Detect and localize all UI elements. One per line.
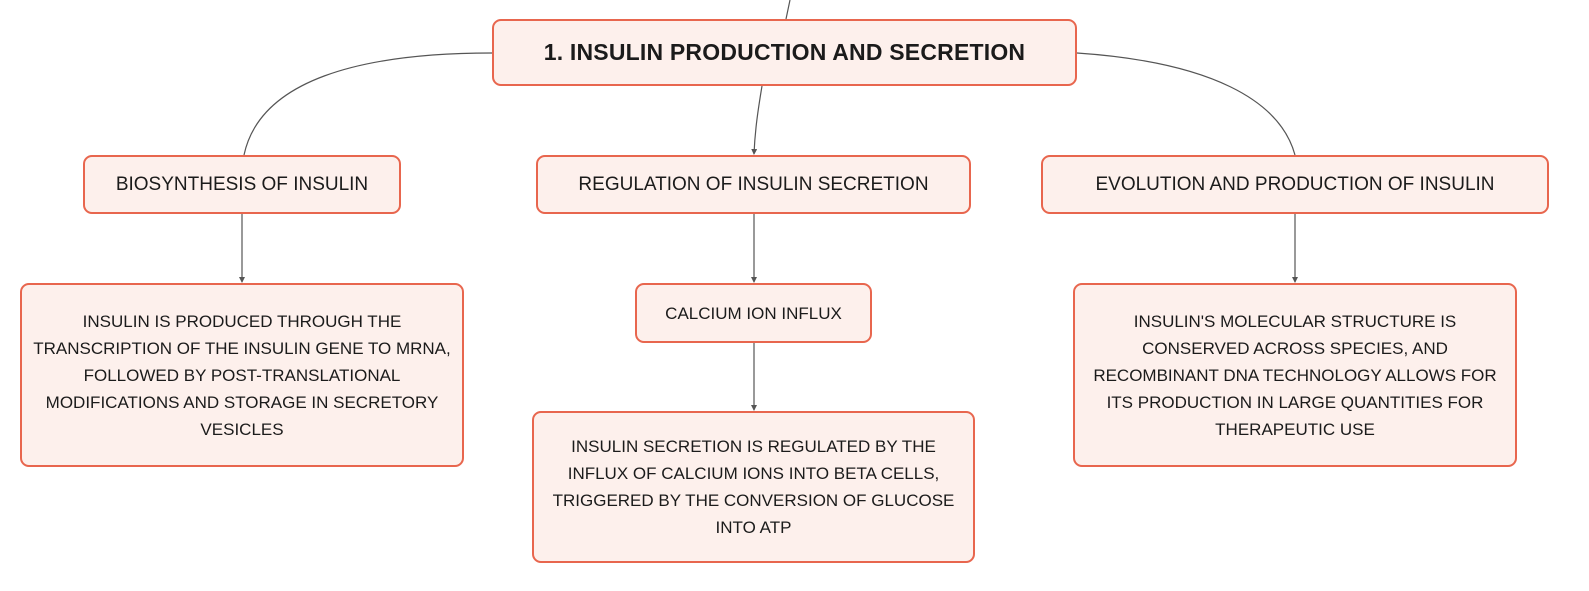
subtopic-node-calcium-ion-influx[interactable]: CALCIUM ION INFLUX	[635, 283, 872, 343]
branch-node-label: BIOSYNTHESIS OF INSULIN	[115, 173, 369, 195]
branch-node-evolution[interactable]: EVOLUTION AND PRODUCTION OF INSULIN	[1041, 155, 1549, 214]
connector-root-to-regulation	[751, 85, 763, 155]
detail-node-calcium-ion-influx[interactable]: INSULIN SECRETION IS REGULATED BY THE IN…	[532, 411, 975, 563]
connector-parent-to-root	[785, 0, 791, 20]
root-node-label: 1. INSULIN PRODUCTION AND SECRETION	[543, 39, 1026, 65]
detail-node-evolution[interactable]: INSULIN'S MOLECULAR STRUCTURE IS CONSERV…	[1073, 283, 1517, 467]
connector-root-to-evolution	[1076, 52, 1296, 156]
detail-node-text: INSULIN'S MOLECULAR STRUCTURE IS CONSERV…	[1093, 311, 1497, 439]
root-node[interactable]: 1. INSULIN PRODUCTION AND SECRETION	[492, 19, 1077, 86]
detail-node-text: INSULIN IS PRODUCED THROUGH THE TRANSCRI…	[33, 311, 451, 439]
detail-node-biosynthesis[interactable]: INSULIN IS PRODUCED THROUGH THE TRANSCRI…	[20, 283, 464, 467]
branch-node-biosynthesis[interactable]: BIOSYNTHESIS OF INSULIN	[83, 155, 401, 214]
detail-node-text: INSULIN SECRETION IS REGULATED BY THE IN…	[552, 437, 955, 537]
branch-node-label: EVOLUTION AND PRODUCTION OF INSULIN	[1095, 173, 1495, 195]
branch-node-label: REGULATION OF INSULIN SECRETION	[578, 173, 929, 195]
connector-root-to-biosynthesis	[243, 52, 493, 156]
subtopic-node-label: CALCIUM ION INFLUX	[665, 303, 842, 323]
branch-node-regulation[interactable]: REGULATION OF INSULIN SECRETION	[536, 155, 971, 214]
